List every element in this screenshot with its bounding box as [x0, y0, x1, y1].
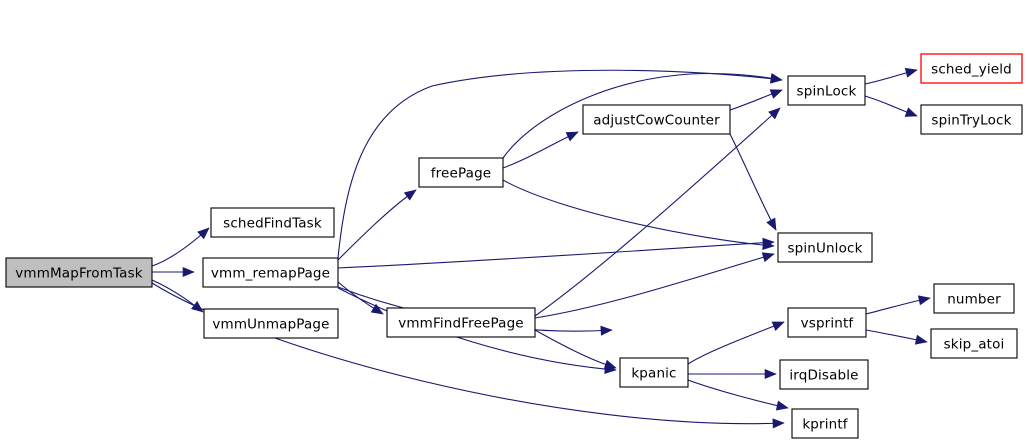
node-box-spinTryLock[interactable] [920, 104, 1023, 135]
call-edge-vmmFindFreePage-to-kpanic [534, 329, 617, 370]
call-edge-kpanic-to-vsprintf [687, 321, 785, 365]
nodes-layer: vmmMapFromTask schedFindTask vmm_remapPage… [5, 53, 1023, 439]
graph-node-spinUnlock[interactable]: spinUnlock [777, 232, 873, 263]
arrow-head-icon [904, 67, 918, 78]
call-edge-vmm_remapPage-to-vmmFindFreePage [337, 281, 384, 315]
arrow-head-icon [565, 131, 579, 142]
edges-layer [151, 67, 931, 429]
arrow-head-icon [904, 107, 918, 117]
node-label-vmmMapFromTask: vmmMapFromTask [15, 266, 142, 282]
node-box-adjustCowCounter[interactable] [582, 104, 731, 135]
graph-node-adjustCowCounter[interactable]: adjustCowCounter [582, 104, 731, 135]
arrow-head-icon [914, 334, 928, 345]
arrow-head-icon [766, 217, 777, 231]
call-edge-vmm_remapPage-to-spinLock [337, 69, 783, 259]
graph-node-freePage[interactable]: freePage [418, 157, 504, 188]
call-edge-vsprintf-to-number [865, 295, 931, 315]
node-label-spinTryLock: spinTryLock [931, 113, 1011, 129]
graph-node-vmmUnmapPage[interactable]: vmmUnmapPage [203, 308, 339, 339]
graph-node-kpanic[interactable]: kpanic [619, 357, 689, 388]
node-box-spinLock[interactable] [787, 75, 866, 106]
graph-node-schedFindTask[interactable]: schedFindTask [210, 207, 335, 238]
arrow-head-icon [917, 295, 931, 306]
arrow-head-icon [182, 266, 195, 278]
call-edge-vmmFindFreePage-to-spinLock [534, 107, 781, 317]
arrow-head-icon [370, 303, 384, 315]
graph-node-skip_atoi[interactable]: skip_atoi [930, 328, 1018, 359]
node-box-vsprintf[interactable] [787, 307, 867, 338]
graph-node-spinLock[interactable]: spinLock [787, 75, 866, 106]
node-label-skip_atoi: skip_atoi [944, 337, 1005, 353]
node-label-vsprintf: vsprintf [801, 316, 855, 332]
arrow-head-icon [197, 227, 210, 240]
call-edge-kpanic-to-kprintf [687, 379, 789, 411]
arrow-head-icon [403, 189, 417, 201]
arrow-head-icon [761, 252, 775, 263]
call-edge-freePage-to-adjustCowCounter [502, 131, 579, 169]
node-box-skip_atoi[interactable] [930, 328, 1018, 359]
node-label-adjustCowCounter: adjustCowCounter [593, 113, 720, 129]
node-box-vmmUnmapPage[interactable] [203, 308, 339, 339]
arrow-head-icon [775, 400, 789, 411]
graph-node-sched_yield[interactable]: sched_yield [920, 53, 1023, 84]
node-label-vmmUnmapPage: vmmUnmapPage [212, 317, 329, 333]
arrow-head-icon [769, 89, 783, 99]
arrow-head-icon [764, 368, 777, 380]
arrow-head-icon [603, 359, 617, 370]
call-edge-vmmFindFreePage-to-spinUnlock [534, 252, 775, 319]
graph-node-vmm_remapPage[interactable]: vmm_remapPage [202, 257, 339, 288]
graph-node-vsprintf[interactable]: vsprintf [787, 307, 867, 338]
call-edge-vmm_remapPage-to-spinUnlock [337, 237, 775, 269]
node-box-vmmMapFromTask[interactable] [5, 257, 153, 288]
node-box-vmmFindFreePage[interactable] [386, 307, 536, 338]
call-edge-freePage-to-spinUnlock [502, 179, 775, 251]
call-edge-vmmMapFromTask-to-vmmUnmapPage [151, 279, 204, 313]
node-label-number: number [947, 292, 1001, 308]
arrow-head-icon [600, 325, 613, 336]
call-edge-spinLock-to-spinTryLock [864, 95, 918, 117]
node-label-irqDisable: irqDisable [789, 368, 858, 384]
node-box-sched_yield[interactable] [920, 53, 1023, 84]
node-box-kpanic[interactable] [619, 357, 689, 388]
graph-node-vmmFindFreePage[interactable]: vmmFindFreePage [386, 307, 536, 338]
call-edge-spinLock-to-sched_yield [864, 67, 918, 85]
arrow-head-icon [762, 239, 775, 251]
node-label-vmmFindFreePage: vmmFindFreePage [398, 316, 524, 332]
graph-node-number[interactable]: number [933, 283, 1015, 314]
node-box-number[interactable] [933, 283, 1015, 314]
graph-node-kprintf[interactable]: kprintf [791, 408, 859, 439]
arrow-head-icon [768, 107, 781, 120]
call-edge-freePage-to-spinLock [502, 72, 783, 159]
call-edge-kpanic-to-irqDisable [688, 368, 777, 380]
node-box-vmm_remapPage[interactable] [202, 257, 339, 288]
node-label-spinUnlock: spinUnlock [787, 241, 862, 257]
node-box-freePage[interactable] [418, 157, 504, 188]
call-edge-vsprintf-to-skip_atoi [865, 329, 928, 345]
node-box-kprintf[interactable] [791, 408, 859, 439]
graph-node-spinTryLock[interactable]: spinTryLock [920, 104, 1023, 135]
node-label-kpanic: kpanic [631, 366, 676, 382]
arrow-head-icon [771, 321, 785, 331]
node-label-sched_yield: sched_yield [931, 62, 1012, 78]
node-label-schedFindTask: schedFindTask [223, 216, 322, 232]
node-label-spinLock: spinLock [797, 84, 857, 100]
call-edge-vmm_remapPage-to-freePage [337, 189, 417, 261]
node-box-irqDisable[interactable] [779, 359, 869, 390]
node-label-freePage: freePage [431, 166, 492, 182]
call-edge-vmmMapFromTask-to-schedFindTask [151, 227, 210, 267]
node-box-schedFindTask[interactable] [210, 207, 335, 238]
call-edge-adjustCowCounter-to-spinUnlock [729, 133, 777, 231]
arrow-head-icon [772, 418, 785, 429]
graph-node-irqDisable[interactable]: irqDisable [779, 359, 869, 390]
arrow-head-icon [769, 73, 783, 84]
call-edge-adjustCowCounter-to-spinLock [729, 89, 783, 111]
graph-node-vmmMapFromTask[interactable]: vmmMapFromTask [5, 257, 153, 288]
node-box-spinUnlock[interactable] [777, 232, 873, 263]
call-edge-vmmMapFromTask-to-vmm_remapPage [152, 266, 195, 278]
call-edge-vmmMapFromTask-to-kprintf [151, 282, 785, 429]
node-label-vmm_remapPage: vmm_remapPage [211, 266, 330, 282]
node-label-kprintf: kprintf [802, 417, 848, 433]
